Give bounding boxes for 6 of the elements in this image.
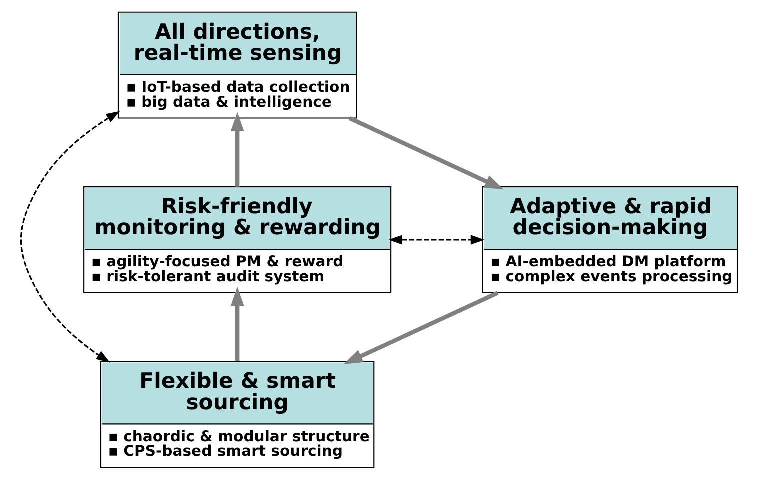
- arrow: [348, 116, 504, 190]
- arrow: [230, 286, 244, 362]
- arrow: [343, 291, 498, 364]
- arrow: [388, 235, 484, 245]
- arrow: [230, 112, 244, 187]
- arrow: [20, 111, 120, 363]
